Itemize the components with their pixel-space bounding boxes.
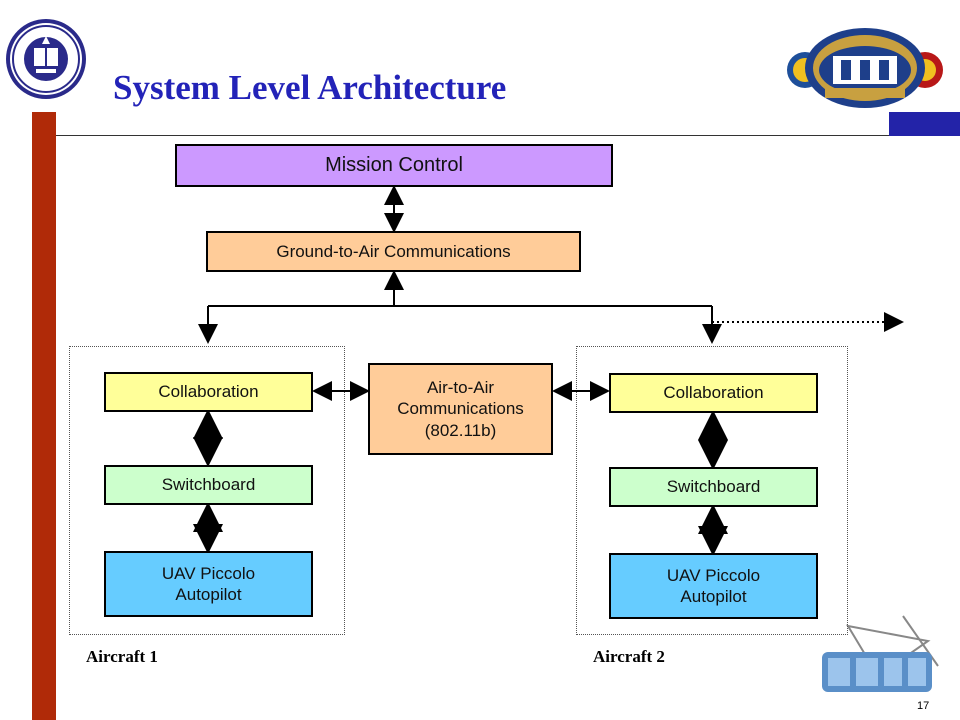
left-accent-bar: [32, 112, 56, 720]
aircraft2-switchboard-box: Switchboard: [609, 467, 818, 507]
aircraft-2-group: [576, 346, 848, 635]
mission-control-box: Mission Control: [175, 144, 613, 187]
air-to-air-line1: Air-to-Air: [426, 378, 495, 398]
air-to-air-line3: (802.11b): [424, 420, 497, 440]
aircraft2-label: Aircraft 2: [593, 647, 665, 666]
university-seal-logo: [6, 19, 86, 99]
aircraft1-label: Aircraft 1: [86, 647, 158, 666]
slide-title: System Level Architecture: [113, 68, 507, 107]
aircraft1-autopilot-line1: UAV Piccolo: [161, 563, 256, 583]
aircraft2-autopilot-box: UAV Piccolo Autopilot: [609, 553, 818, 619]
aircraft2-autopilot-line2: Autopilot: [680, 587, 747, 606]
aircraft2-switchboard-label: Switchboard: [666, 477, 761, 497]
header-rule: [56, 135, 889, 136]
air-to-air-line2: Communications: [397, 399, 524, 419]
aircraft-1-group: [69, 346, 345, 635]
ground-to-air-box: Ground-to-Air Communications: [206, 231, 581, 272]
aircraft1-collaboration-label: Collaboration: [158, 382, 259, 402]
aircraft1-collaboration-box: Collaboration: [104, 372, 313, 412]
onr-badge-logo: [787, 28, 943, 108]
aircraft1-switchboard-box: Switchboard: [104, 465, 313, 505]
air-to-air-box: Air-to-Air Communications (802.11b): [368, 363, 553, 455]
aircraft1-autopilot-box: UAV Piccolo Autopilot: [104, 551, 313, 617]
c3uv-logo: [822, 615, 939, 692]
aircraft2-collaboration-label: Collaboration: [663, 383, 764, 403]
aircraft2-autopilot-line1: UAV Piccolo: [666, 565, 761, 585]
aircraft1-autopilot-line2: Autopilot: [175, 585, 242, 604]
mission-control-label: Mission Control: [325, 154, 463, 176]
slide-number: 17: [917, 700, 930, 712]
aircraft2-collaboration-box: Collaboration: [609, 373, 818, 413]
ground-to-air-label: Ground-to-Air Communications: [276, 241, 511, 261]
header-accent-block: [889, 112, 960, 136]
aircraft1-switchboard-label: Switchboard: [161, 475, 256, 495]
